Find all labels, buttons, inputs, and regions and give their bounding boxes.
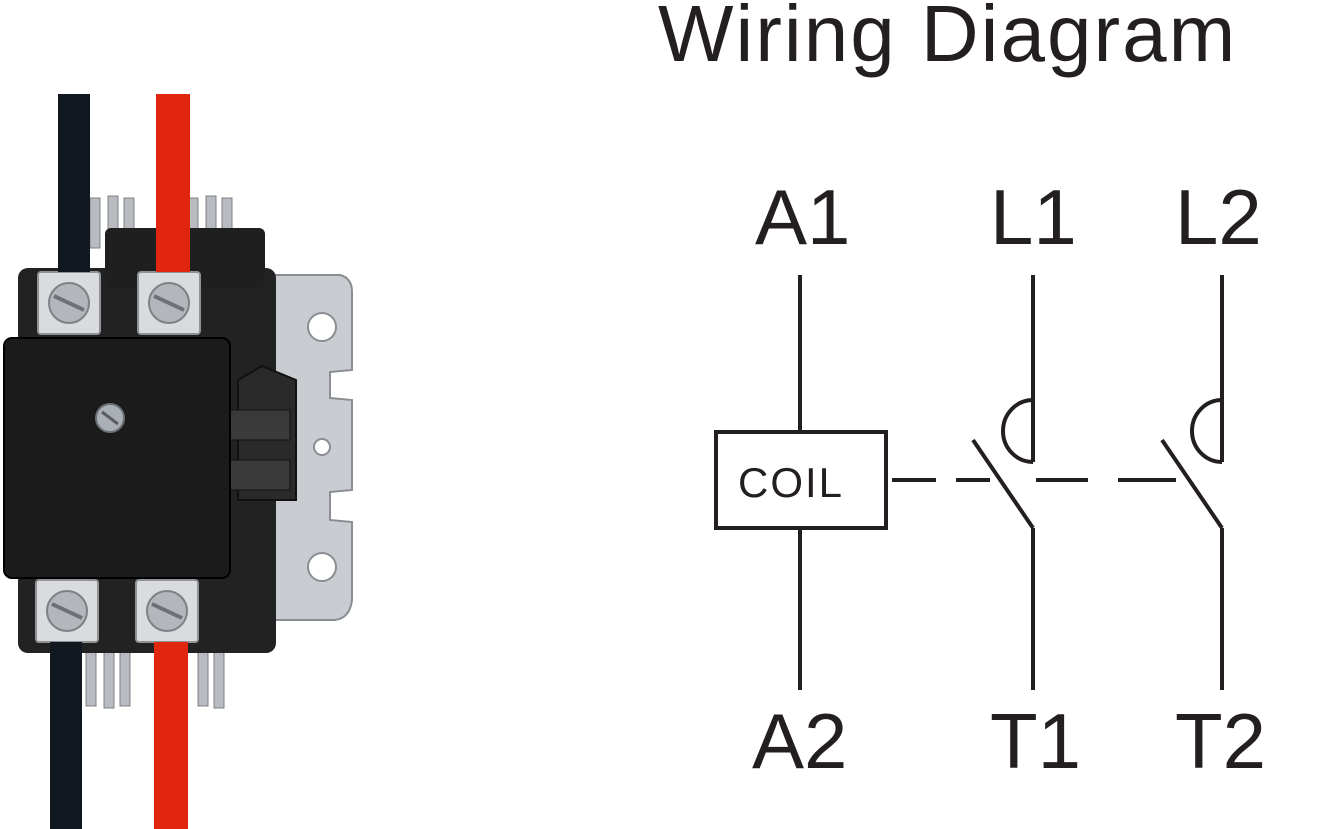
coil-label: COIL xyxy=(738,459,844,506)
terminal-label-a2: A2 xyxy=(752,697,847,785)
terminal-label-t2: T2 xyxy=(1175,697,1266,785)
terminal-label-l1: L1 xyxy=(990,173,1077,261)
terminal-label-t1: T1 xyxy=(990,697,1081,785)
black-wire-bottom xyxy=(50,642,82,829)
contactor-cover xyxy=(3,337,231,579)
contactor-photo-icon xyxy=(3,94,353,829)
contact-l2-t2 xyxy=(1160,275,1224,690)
bottom-screw-terminals xyxy=(35,579,199,643)
contact-l1-t1 xyxy=(971,275,1035,690)
terminal-label-l2: L2 xyxy=(1175,173,1262,261)
black-wire-top xyxy=(58,94,90,272)
terminal-label-a1: A1 xyxy=(755,173,850,261)
bottom-spade-terminals xyxy=(85,647,225,709)
schematic: A1 L1 L2 A2 T1 T2 COIL xyxy=(714,173,1266,785)
mounting-bracket xyxy=(267,274,353,621)
red-wire-bottom xyxy=(154,642,188,829)
red-wire-top xyxy=(156,94,190,272)
diagram-title: Wiring Diagram xyxy=(658,0,1238,78)
